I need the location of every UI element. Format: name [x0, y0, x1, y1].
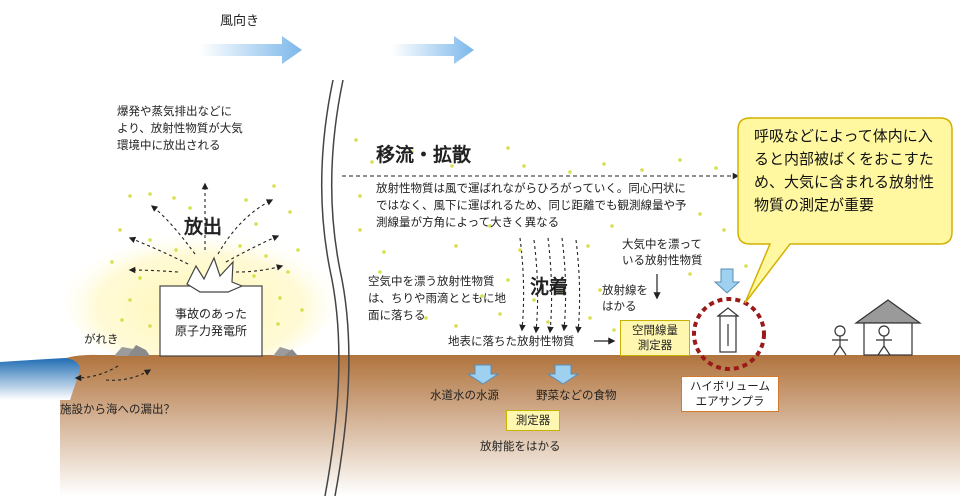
advection-desc-line-3: 測線量が方角によって大きく異なる — [376, 215, 560, 229]
measure-radiation-line-2: はかる — [602, 299, 637, 313]
deposition-title: 沈着 — [530, 276, 569, 298]
plant-label-line-1: 事故のあった — [174, 307, 247, 321]
sampler-label-line-1: ハイボリューム — [690, 379, 770, 393]
advection-desc-line-1: 放射性物質は風で運ばれながらひろがっていく。同心円状に — [376, 181, 686, 195]
sampler-label-line-2: エアサンプラ — [695, 394, 765, 408]
deposition-arrows — [519, 237, 582, 334]
sampler-target-circle — [692, 297, 766, 371]
meter-label: 測定器 — [515, 413, 551, 427]
plant-label: 事故のあった 原子力発電所 — [160, 306, 262, 340]
deposition-desc-line-1: 空気中を漂う放射性物質 — [368, 274, 495, 288]
wind-arrow-1 — [200, 36, 302, 64]
sea-leak-label: 施設から海への漏出？ — [60, 402, 175, 416]
food-label: 野菜などの食物 — [536, 388, 617, 402]
debris — [114, 345, 298, 356]
ground-deposit-label: 地表に落ちた放射性物質 — [448, 334, 575, 348]
release-desc-line-3: 環境中に放出される — [117, 138, 221, 152]
water-source-label: 水道水の水源 — [430, 388, 499, 402]
explosion-burst — [186, 256, 244, 293]
advection-title: 移流・拡散 — [376, 144, 472, 166]
debris-label: がれき — [84, 332, 119, 346]
air-dosimeter-box: 空間線量 測定器 — [620, 320, 690, 356]
wind-arrows — [200, 36, 474, 64]
power-plant — [159, 285, 263, 357]
meter-box: 測定器 — [506, 410, 560, 431]
release-arrows — [74, 182, 284, 382]
blue-arrows — [466, 268, 741, 385]
advection-desc-line-2: ではなく、風下に運ばれるため、同じ距離でも観測線量や予 — [376, 198, 687, 212]
air-sampler-device — [716, 307, 740, 353]
deposition-desc-line-2: は、ちりや雨滴とともに地 — [368, 291, 506, 305]
wind-arrow-2 — [392, 36, 474, 64]
radioactive-particles — [110, 138, 748, 332]
measure-radiation-line-1: 放射線を — [602, 283, 648, 297]
dosimeter-label-line-1: 空間線量 — [632, 323, 678, 337]
dosimeter-label-line-2: 測定器 — [637, 338, 673, 352]
air-sampler-box: ハイボリューム エアサンプラ — [681, 376, 779, 412]
release-desc-line-1: 爆発や蒸気排出などに — [117, 104, 232, 118]
person-2 — [876, 325, 892, 356]
activity-label: 放射能をはかる — [480, 439, 561, 453]
deposition-desc-line-3: 面に落ちる — [368, 308, 426, 322]
release-title: 放出 — [184, 216, 223, 238]
callout-text: 呼吸などによって体内に入ると内部被ばくをおこすため、大気に含まれる放射性物質の測… — [754, 127, 935, 214]
floating-label-line-1: 大気中を漂って — [622, 237, 702, 251]
sea — [0, 358, 80, 400]
plant-label-line-2: 原子力発電所 — [174, 324, 247, 338]
release-desc-line-2: より、放射性物質が大気 — [117, 121, 243, 135]
split-line — [320, 79, 340, 496]
house — [854, 299, 922, 356]
wind-label: 風向き — [220, 14, 260, 29]
callout-bubble — [737, 117, 953, 304]
person-1 — [832, 325, 848, 356]
floating-label-line-2: いる放射性物質 — [622, 253, 703, 267]
